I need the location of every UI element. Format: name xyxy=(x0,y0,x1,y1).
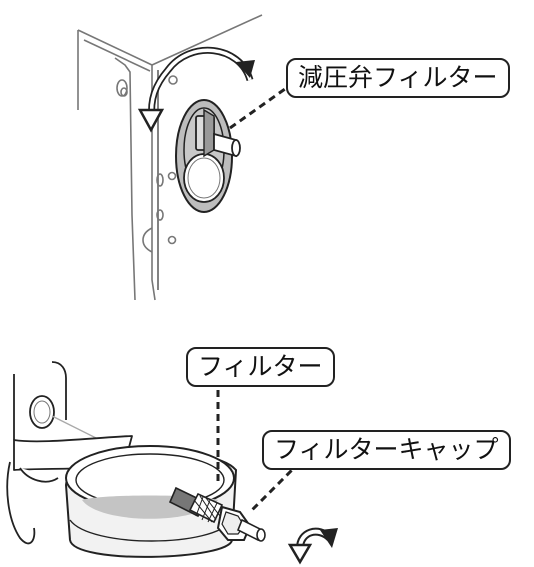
rotate-arrow-top-icon xyxy=(137,46,255,133)
label-pressure-reducing-valve-filter: 減圧弁フィルター xyxy=(286,58,510,98)
water-heater-unit xyxy=(77,14,263,301)
leader-line-valve-filter xyxy=(229,82,293,130)
pressure-reducing-valve xyxy=(175,99,241,213)
label-filter: フィルター xyxy=(186,347,335,387)
filter-assembly xyxy=(168,486,266,542)
label-filter-cap: フィルターキャップ xyxy=(262,430,511,470)
rotate-arrow-bottom-icon xyxy=(287,527,338,565)
